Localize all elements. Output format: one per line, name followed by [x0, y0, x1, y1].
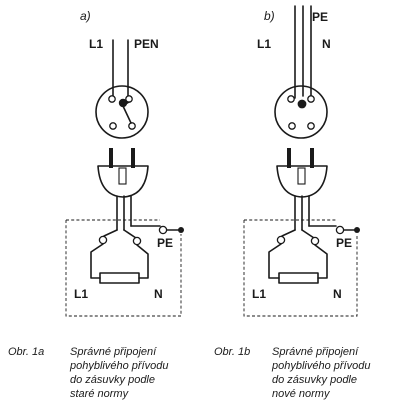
diagram-a-caption-line-1: Správné připojení	[70, 346, 157, 358]
diagram-b-pe-bond-dot	[354, 227, 360, 233]
diagram-b-socket-outline	[274, 85, 328, 139]
diagram-b-socket-terminal-n	[307, 95, 315, 103]
diagram-a-caption-line-3: do zásuvky podle	[70, 374, 155, 386]
diagram-b-plug-body	[276, 165, 328, 198]
diagram-b-caption-line-1: Správné připojení	[272, 346, 359, 358]
diagram-a-terminal-l1	[98, 235, 108, 245]
diagram-a-wire-l1-label: L1	[89, 37, 103, 51]
diagram-a-wire-pen-label: PEN	[134, 37, 159, 51]
diagram-b-terminal-n	[310, 236, 320, 246]
diagram-b-pe-label: PE	[336, 236, 352, 250]
diagram-b-wire-pe-label: PE	[312, 10, 328, 24]
diagram-a-pen-link	[122, 105, 132, 124]
diagram-b-caption-line-2: pohyblivého přívodu	[271, 360, 370, 372]
diagram-b-wire-to-n	[301, 229, 315, 239]
diagram-a-heating-element	[99, 272, 140, 284]
diagram-a-socket-pin-left	[109, 122, 117, 130]
diagram-a-pen-bridge	[123, 101, 130, 106]
diagram-a-wire-to-n	[123, 229, 137, 239]
diagram-a-element-lead-right	[136, 244, 149, 279]
diagram-a-plug-earth-contact	[118, 167, 127, 185]
diagram-a-element-lead-left	[90, 243, 104, 279]
diagram-b-terminal-n-label: N	[333, 287, 342, 301]
diagram-b-element-lead-right	[314, 244, 328, 279]
diagram-b-socket-earth-pin	[297, 99, 307, 109]
diagram-b-caption-number: Obr. 1b	[214, 346, 250, 358]
diagram-a-caption-number: Obr. 1a	[8, 346, 44, 358]
diagram-a-caption-line-2: pohyblivého přívodu	[69, 360, 168, 372]
diagram-a-pe-terminal	[158, 225, 168, 235]
diagram-b-socket-terminal-l1	[287, 95, 295, 103]
diagram-b-socket-pin-right	[307, 122, 315, 130]
diagram-b-socket	[274, 85, 328, 139]
diagram-a-socket-terminal-l1	[108, 95, 116, 103]
diagram-b-terminal-l1	[276, 235, 286, 245]
diagram-a-enclosure	[65, 220, 182, 317]
diagram-b-element-lead-left	[268, 243, 282, 279]
diagram-a-label: a)	[80, 9, 91, 23]
diagram-b-socket-pin-left	[288, 122, 296, 130]
diagram-b-wire-to-l1	[281, 229, 296, 237]
diagram-b-enclosure	[243, 220, 358, 317]
diagram-a-socket-pin-right	[128, 122, 136, 130]
diagram-b-pe-terminal	[335, 225, 345, 235]
diagram-b-terminal-l1-label: L1	[252, 287, 266, 301]
diagram-b: b) PE L1 N	[214, 5, 370, 400]
diagram-a-socket-outline	[95, 85, 149, 139]
diagram-a-plug-body	[97, 165, 149, 198]
diagram-b-caption-line-4: nové normy	[272, 388, 331, 400]
diagram-a-socket	[95, 85, 149, 139]
diagram-b-label: b)	[264, 9, 275, 23]
diagram-a-pe-bond-dot	[178, 227, 184, 233]
diagram-b-wire-n-label: N	[322, 37, 331, 51]
diagram-b-plug	[276, 148, 328, 198]
diagram-b-plug-earth-contact	[297, 167, 306, 185]
diagram-a-terminal-n	[132, 236, 142, 246]
diagram-a-pe-label: PE	[157, 236, 173, 250]
diagram-a-caption-line-4: staré normy	[70, 388, 130, 400]
diagram-a-plug	[97, 148, 149, 198]
diagram-b-heating-element	[278, 272, 319, 284]
diagram-b-caption-line-3: do zásuvky podle	[272, 374, 357, 386]
diagram-a-terminal-n-label: N	[154, 287, 163, 301]
diagram-a: a) L1 PEN	[8, 9, 184, 400]
diagram-a-wire-to-l1	[103, 229, 118, 237]
diagram-a-terminal-l1-label: L1	[74, 287, 88, 301]
diagram-b-wire-l1-label: L1	[257, 37, 271, 51]
